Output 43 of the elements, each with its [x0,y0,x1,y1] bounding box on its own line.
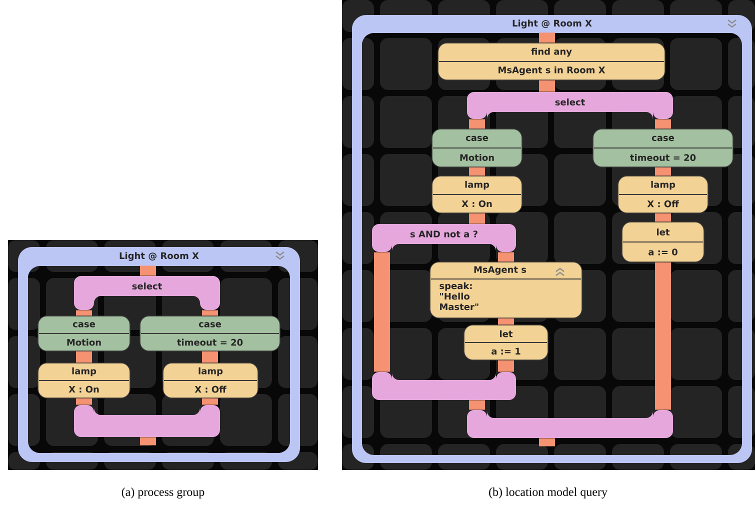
connector [539,80,555,92]
block-box: MsAgent s speak: "Hello Master" [430,262,582,318]
connector [202,310,218,316]
block-box: lamp X : Off [618,176,708,214]
connector [76,351,92,363]
connector [498,252,514,262]
connector [202,398,218,405]
merge-bar [467,410,673,438]
subfigure-caption: (b) location model query [489,488,608,498]
branch-bar: select [467,92,673,119]
connector [655,119,671,129]
block-box: case timeout = 20 [140,316,280,352]
merge-bar [74,405,220,437]
merge-bar [372,372,516,400]
block-box: case Motion [432,128,522,168]
connector [655,262,671,410]
branch-bar: select [74,276,220,310]
connector [539,32,555,43]
connector [140,437,156,446]
block-box: let a := 1 [464,324,548,360]
connector [140,266,156,276]
connector [539,438,555,446]
connector [469,119,485,129]
branch-bar: s AND not a ? [372,224,516,252]
connector [76,398,92,405]
block-box: lamp X : On [38,362,130,398]
subfigure-caption: (a) process group [122,488,204,498]
block-box: lamp X : On [432,176,522,214]
connector [469,400,485,410]
connector [76,310,92,316]
connector [374,252,390,372]
block-box: find any MsAgent s in Room X [438,42,666,80]
connector [469,167,485,176]
connector [498,318,514,325]
block-box: let a := 0 [622,222,704,262]
block-box: case timeout = 20 [592,128,734,168]
connector [655,213,671,222]
block-box: lamp X : Off [162,362,258,398]
connector [498,360,514,372]
connector [202,351,218,363]
connector [469,213,485,224]
connector [655,167,671,176]
block-box: case Motion [38,316,130,352]
